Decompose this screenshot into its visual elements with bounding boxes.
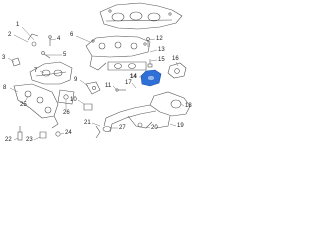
callout-2: 2 (8, 32, 12, 38)
callout-16: 16 (172, 56, 179, 62)
right-exhaust-pipe (102, 91, 191, 133)
left-exhaust-manifold (13, 83, 59, 129)
right-flange (167, 62, 187, 79)
callout-9: 9 (74, 77, 78, 83)
callout-22: 22 (5, 137, 12, 143)
callout-8: 8 (3, 85, 7, 91)
callout-13: 13 (158, 47, 165, 53)
callout-5: 5 (63, 52, 67, 58)
callout-24: 24 (65, 130, 72, 136)
callout-15: 15 (158, 57, 165, 63)
leader-lines (7, 26, 185, 141)
manifold-gasket (107, 61, 147, 71)
callout-1: 1 (16, 22, 20, 28)
callout-12: 12 (156, 36, 163, 42)
callout-21: 21 (84, 120, 91, 126)
callout-25: 25 (20, 102, 27, 108)
callout-19: 19 (177, 123, 184, 129)
middle-small-parts (83, 81, 126, 139)
upper-heat-shield (99, 2, 183, 30)
left-gasket (41, 35, 75, 105)
diagram-drawing (7, 2, 191, 141)
callout-4: 4 (57, 36, 61, 42)
callout-6: 6 (70, 32, 74, 38)
callout-14: 14 (130, 74, 137, 80)
callout-20: 20 (151, 125, 158, 131)
left-heat-shield (29, 61, 73, 85)
callout-7: 7 (34, 68, 38, 74)
callout-27: 27 (119, 125, 126, 131)
callout-26: 26 (63, 110, 70, 116)
callout-18: 18 (185, 103, 192, 109)
callout-10: 10 (70, 97, 77, 103)
left-sensors (11, 33, 61, 141)
callout-17: 17 (125, 80, 132, 86)
callout-11: 11 (105, 83, 112, 89)
exhaust-manifold-parts-diagram: 1 2 3 4 5 6 7 8 9 10 11 12 13 14 15 16 1… (0, 0, 200, 147)
callout-23: 23 (26, 137, 33, 143)
upper-exhaust-manifold (85, 35, 151, 71)
highlighted-heat-shield-part (140, 69, 162, 87)
callout-3: 3 (2, 55, 6, 61)
